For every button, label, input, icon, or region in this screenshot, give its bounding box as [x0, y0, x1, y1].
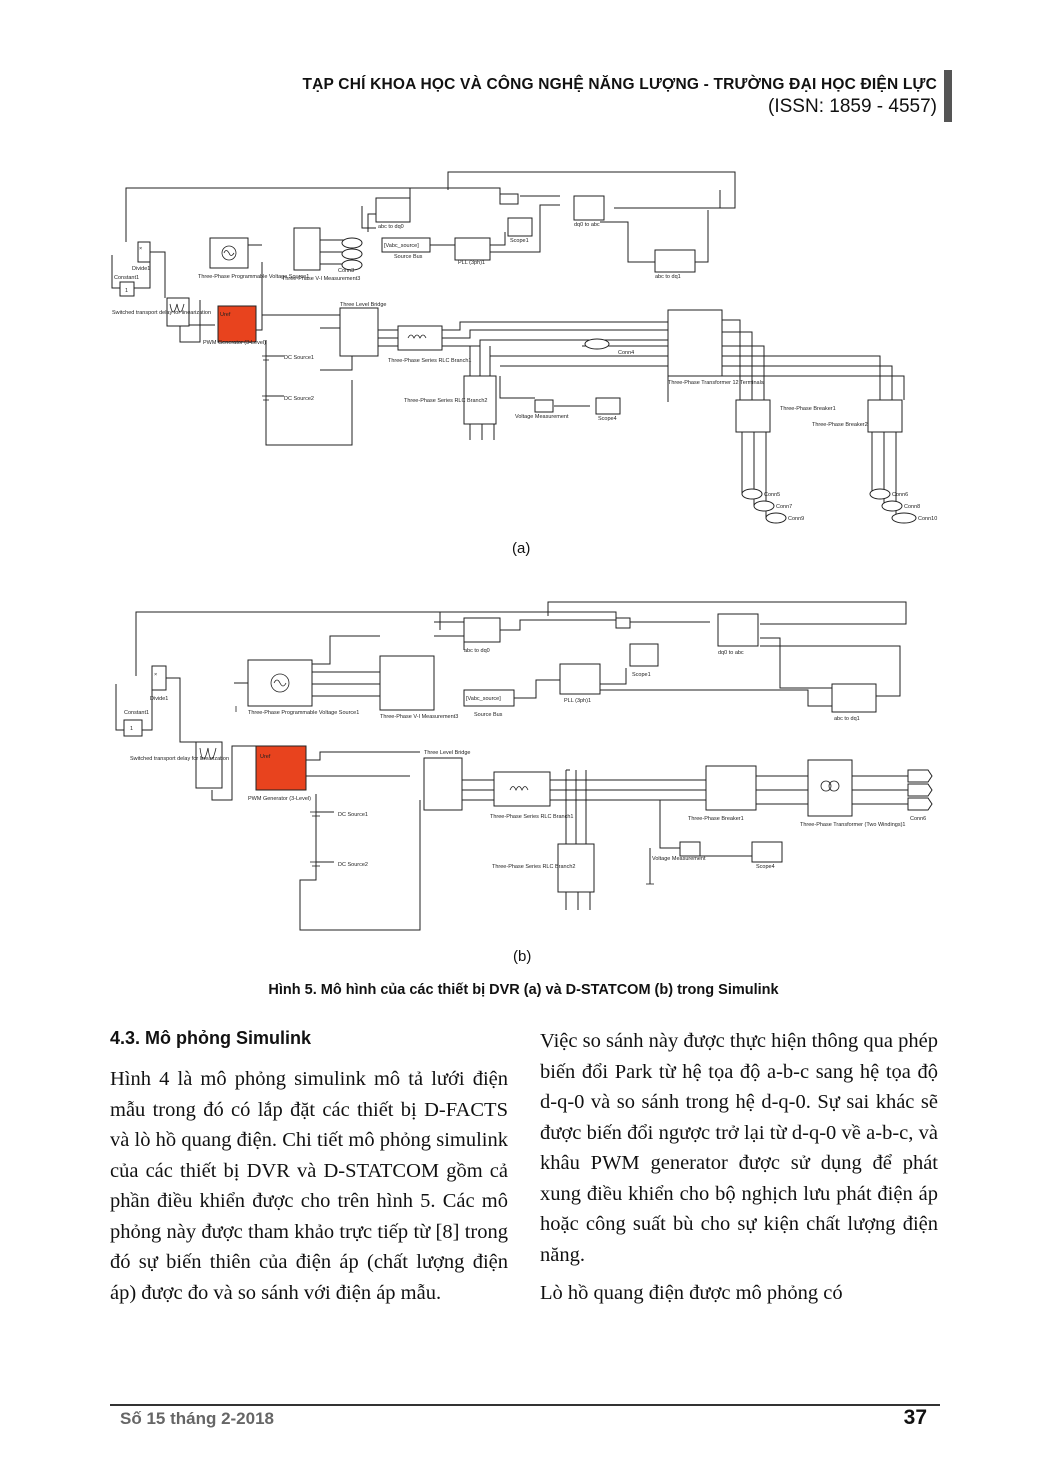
- b-dc2-label: DC Source2: [338, 862, 368, 868]
- a-conn5-label: Conn5: [764, 492, 780, 498]
- b-conn6-label: Conn6: [910, 816, 926, 822]
- footer-issue: Số 15 tháng 2-2018: [120, 1409, 275, 1428]
- footer-rule: [110, 1404, 940, 1406]
- b-rlc1-label: Three-Phase Series RLC Branch1: [490, 814, 573, 820]
- b-abc-dq0-label: abc to dq0: [464, 648, 490, 654]
- a-vmeas-label: Voltage Measurement: [515, 414, 569, 420]
- b-scope4-label: Scope4: [756, 864, 775, 870]
- a-breaker1-label: Three-Phase Breaker1: [780, 406, 836, 412]
- left-paragraph: Hình 4 là mô phỏng simulink mô tả lưới đ…: [110, 1068, 508, 1304]
- a-uref-label: Uref: [220, 312, 231, 318]
- page-number: 37: [903, 1406, 927, 1429]
- a-transformer-label: Three-Phase Transformer 12 Terminals: [668, 380, 764, 386]
- a-constant-label: Constant1: [114, 275, 139, 281]
- a-source-label: Three-Phase Programmable Voltage Source1: [198, 274, 309, 280]
- b-vi-meas-label: Three-Phase V-I Measurement3: [380, 714, 458, 720]
- b-breaker-label: Three-Phase Breaker1: [688, 816, 744, 822]
- b-source-bus-tag: [Vabc_source]: [466, 696, 501, 702]
- b-divide-label: Divide1: [150, 696, 168, 702]
- a-dc2-label: DC Source2: [284, 396, 314, 402]
- figure-sublabel-a: (a): [512, 540, 531, 557]
- b-vmeas-label: Voltage Measurement: [652, 856, 706, 862]
- b-delay-label: Switched transport delay for linearizati…: [130, 756, 229, 762]
- a-scope1-label: Scope1: [510, 238, 529, 244]
- a-delay-label: Switched transport delay for linearizati…: [112, 310, 211, 316]
- a-pwm-label: PWM Generator (3-Level): [203, 340, 266, 346]
- a-conn9-label: Conn9: [788, 516, 804, 522]
- a-conn8-label: Conn8: [904, 504, 920, 510]
- figure-caption: Hình 5. Mô hình của các thiết bị DVR (a)…: [268, 982, 779, 998]
- a-conn10-label: Conn10: [918, 516, 937, 522]
- journal-issn: (ISSN: 1859 - 4557): [768, 96, 937, 117]
- a-vi-meas-label: Three-Phase V-I Measurement3: [282, 276, 360, 282]
- b-scope1-label: Scope1: [632, 672, 651, 678]
- b-source-bus-label: Source Bus: [474, 712, 503, 718]
- header-accent-bar: [944, 70, 952, 122]
- right-paragraph-1: Việc so sánh này được thực hiện thông qu…: [540, 1030, 938, 1266]
- b-bridge-label: Three Level Bridge: [424, 750, 470, 756]
- a-divide-sign: ×: [139, 246, 142, 252]
- figure-sublabel-b: (b): [513, 948, 532, 965]
- a-pll-label: PLL (3ph)1: [458, 260, 485, 266]
- right-paragraph-2: Lò hồ quang điện được mô phỏng có: [540, 1282, 843, 1304]
- a-conn3-label: Conn3: [338, 268, 354, 274]
- b-constant-label: Constant1: [124, 710, 149, 716]
- b-dq0-abc-label: dq0 to abc: [718, 650, 744, 656]
- section-heading: 4.3. Mô phỏng Simulink: [110, 1028, 312, 1048]
- a-breaker2-label: Three-Phase Breaker2: [812, 422, 868, 428]
- a-constant-value: 1: [125, 288, 128, 294]
- a-scope4-label: Scope4: [598, 416, 617, 422]
- a-divide-label: Divide1: [132, 266, 150, 272]
- a-rlc1-label: Three-Phase Series RLC Branch1: [388, 358, 471, 364]
- b-abc-dq1-label: abc to dq1: [834, 716, 860, 722]
- pwm-generator-block-a: [217, 305, 257, 343]
- b-transformer-label: Three-Phase Transformer (Two Windings)1: [800, 822, 905, 828]
- b-uref-label: Uref: [260, 754, 271, 760]
- a-dq0-abc-label: dq0 to abc: [574, 222, 600, 228]
- right-column: Việc so sánh này được thực hiện thông qu…: [540, 1026, 938, 1309]
- b-rlc2-label: Three-Phase Series RLC Branch2: [492, 864, 575, 870]
- journal-title: TẠP CHÍ KHOA HỌC VÀ CÔNG NGHỆ NĂNG LƯỢNG…: [302, 76, 937, 93]
- a-conn6-label: Conn6: [892, 492, 908, 498]
- left-column: Hình 4 là mô phỏng simulink mô tả lưới đ…: [110, 1064, 508, 1308]
- a-rlc2-label: Three-Phase Series RLC Branch2: [404, 398, 487, 404]
- a-conn7-label: Conn7: [776, 504, 792, 510]
- a-dc1-label: DC Source1: [284, 355, 314, 361]
- a-abc-dq1-label: abc to dq1: [655, 274, 681, 280]
- pwm-generator-block-b: [255, 745, 307, 791]
- a-bridge-label: Three Level Bridge: [340, 302, 386, 308]
- b-dc1-label: DC Source1: [338, 812, 368, 818]
- a-conn4-label: Conn4: [618, 350, 634, 356]
- b-pwm-label: PWM Generator (3-Level): [248, 796, 311, 802]
- a-source-bus-tag: [Vabc_source]: [384, 243, 419, 249]
- a-source-bus-label: Source Bus: [394, 254, 423, 260]
- a-abc-dq0-label: abc to dq0: [378, 224, 404, 230]
- b-divide-sign: ×: [154, 672, 157, 678]
- b-constant-value: 1: [130, 726, 133, 732]
- b-source-label: Three-Phase Programmable Voltage Source1: [248, 710, 359, 716]
- b-pll-label: PLL (3ph)1: [564, 698, 591, 704]
